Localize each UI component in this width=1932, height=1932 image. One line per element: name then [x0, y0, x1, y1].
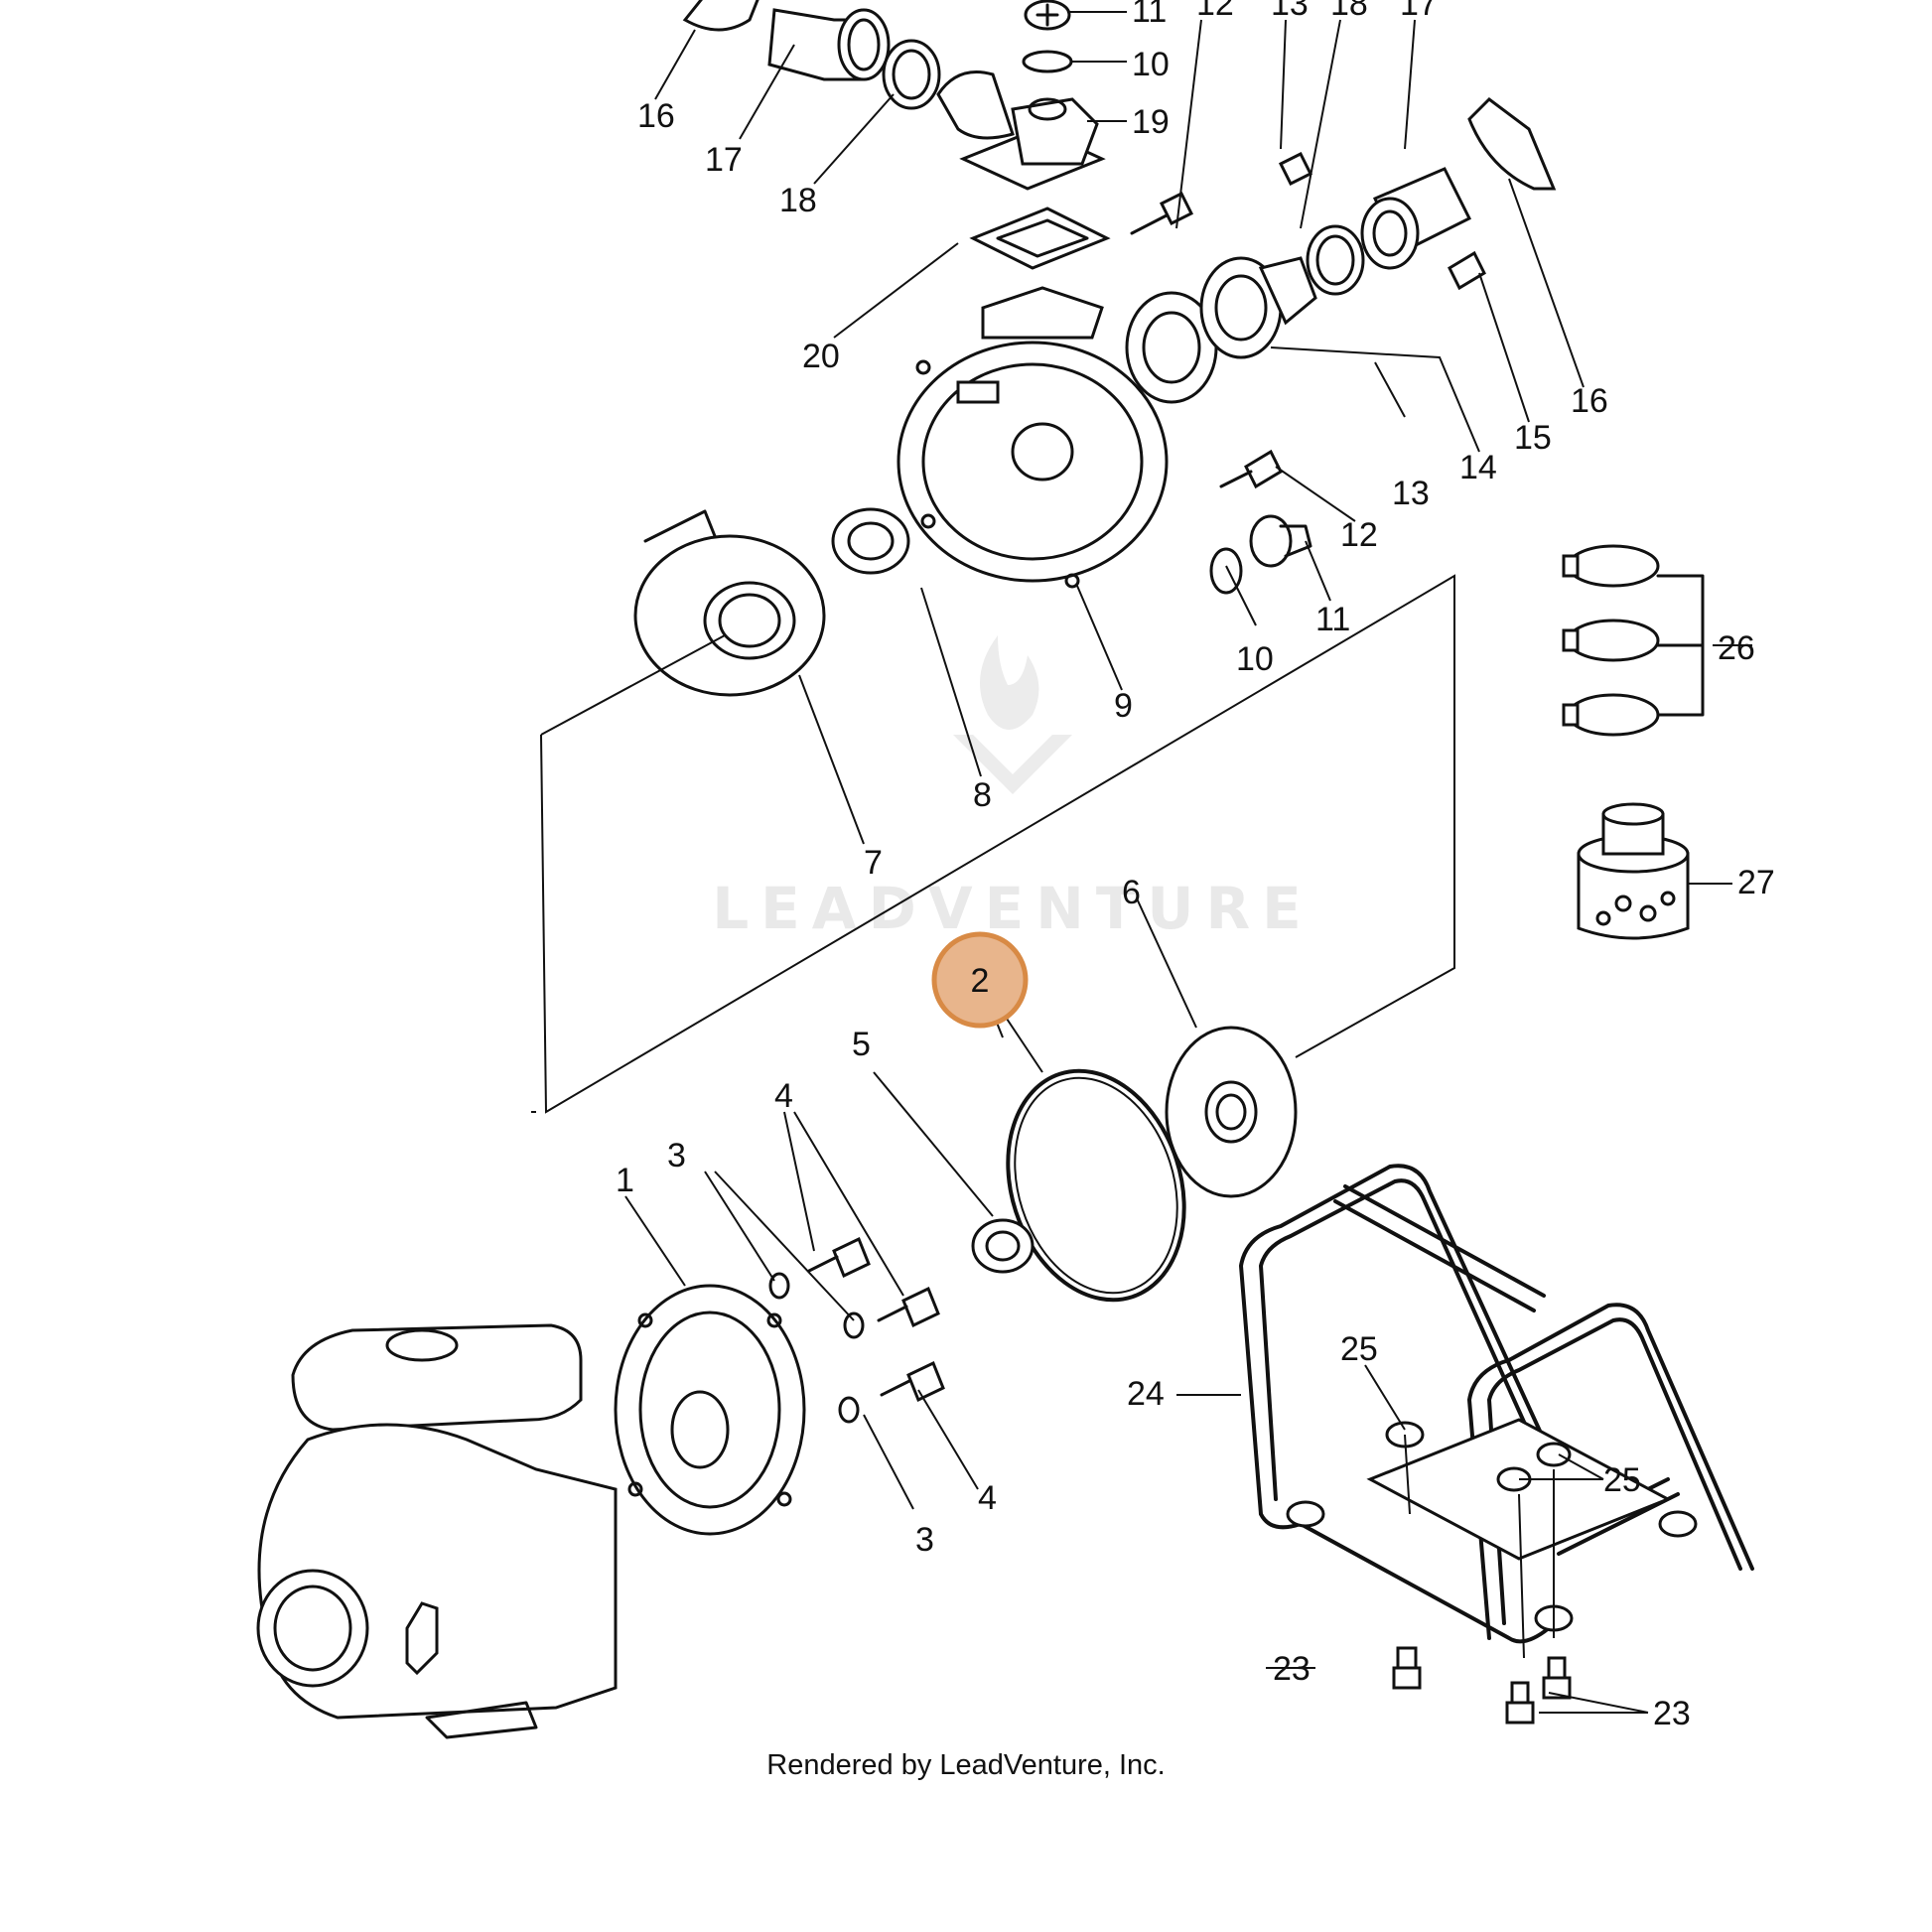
- callout-12-b: 12: [1340, 516, 1378, 554]
- callout-27: 27: [1737, 864, 1775, 901]
- part-11-plug-top[interactable]: [1024, 0, 1071, 31]
- callout-7: 7: [864, 844, 883, 882]
- part-3-washers[interactable]: [768, 1272, 865, 1424]
- callout-1: 1: [616, 1162, 634, 1199]
- part-17-hose-right[interactable]: [1360, 167, 1472, 270]
- callout-4-b: 4: [978, 1479, 997, 1517]
- part-27-strainer[interactable]: [1577, 802, 1690, 940]
- part-8-seal[interactable]: [831, 507, 910, 575]
- callout-3-b: 3: [915, 1521, 934, 1559]
- callout-25-a: 25: [1340, 1330, 1378, 1368]
- engine: [256, 1323, 618, 1739]
- callout-18-b: 18: [1330, 0, 1368, 23]
- callout-6: 6: [1122, 874, 1141, 911]
- callout-20: 20: [802, 338, 840, 375]
- callout-14: 14: [1459, 449, 1497, 486]
- callout-17-a: 17: [705, 141, 743, 179]
- part-16-nut-right[interactable]: [1467, 97, 1557, 191]
- part-18-washer-left[interactable]: [882, 39, 941, 110]
- part-19-inlet[interactable]: [936, 70, 1106, 191]
- callout-25-b: 25: [1603, 1461, 1641, 1499]
- callout-12-a: 12: [1196, 0, 1234, 23]
- callout-5: 5: [852, 1026, 871, 1063]
- part-26-clamps[interactable]: [1562, 544, 1705, 737]
- callout-16-b: 16: [1571, 382, 1608, 420]
- watermark-text: LEADVENTURE: [712, 875, 1313, 942]
- callout-26: 26: [1718, 629, 1755, 667]
- part-12-bolt-top[interactable]: [1130, 191, 1194, 235]
- leader-lines: [531, 11, 1752, 1714]
- part-15-bolts-right[interactable]: [1278, 151, 1486, 291]
- part-17-hose-left[interactable]: [767, 8, 891, 81]
- callout-3-a: 3: [667, 1137, 686, 1174]
- part-9-casing[interactable]: [897, 286, 1169, 589]
- part-24-frame[interactable]: [1239, 1164, 1754, 1644]
- callout-11-b: 11: [1315, 601, 1350, 638]
- part-2-oring[interactable]: [980, 1048, 1213, 1323]
- part-7-cover[interactable]: [633, 509, 826, 697]
- part-10-oring-top[interactable]: [1022, 50, 1073, 73]
- callout-8: 8: [973, 776, 992, 814]
- part-16-nut-left[interactable]: [682, 0, 759, 32]
- part-23-bolts[interactable]: [1392, 1646, 1572, 1725]
- callout-10-a: 10: [1132, 46, 1170, 83]
- part-5-mech-seal[interactable]: [971, 1218, 1035, 1274]
- credit-line: Rendered by LeadVenture, Inc.: [766, 1749, 1166, 1781]
- callout-11-a: 11: [1132, 0, 1167, 30]
- part-18-washer-right[interactable]: [1306, 224, 1365, 296]
- callout-15: 15: [1514, 419, 1552, 457]
- callout-18-a: 18: [779, 182, 817, 219]
- callout-10-b: 10: [1236, 640, 1274, 678]
- callout-23-b: 23: [1653, 1695, 1691, 1732]
- part-12-bolt-mid[interactable]: [1219, 449, 1283, 489]
- watermark: LEADVENTURE: [712, 635, 1313, 942]
- callout-9: 9: [1114, 687, 1133, 725]
- highlight-label: 2: [971, 962, 990, 1000]
- callout-23-a: 23: [1273, 1650, 1311, 1688]
- part-11-plug-mid[interactable]: [1249, 514, 1312, 568]
- callout-4-a: 4: [774, 1077, 793, 1115]
- callout-13-a: 13: [1271, 0, 1309, 23]
- part-10-oring-mid[interactable]: [1209, 547, 1243, 595]
- highlight-marker[interactable]: 2: [931, 931, 1029, 1029]
- callout-13-b: 13: [1392, 475, 1430, 512]
- part-20-gasket[interactable]: [969, 207, 1111, 270]
- part-14-elbow-right[interactable]: [1199, 256, 1317, 359]
- part-4-bolts[interactable]: [807, 1236, 945, 1403]
- callout-24: 24: [1127, 1375, 1165, 1413]
- part-6-impeller[interactable]: [1165, 1026, 1298, 1198]
- callout-17-b: 17: [1400, 0, 1438, 23]
- callouts: 16 17 18 11 10 19 12 13 18 17 20 14 15 1…: [616, 0, 1775, 1732]
- part-1-flange[interactable]: [614, 1284, 806, 1536]
- callout-16-a: 16: [637, 97, 675, 135]
- callout-19: 19: [1132, 103, 1170, 141]
